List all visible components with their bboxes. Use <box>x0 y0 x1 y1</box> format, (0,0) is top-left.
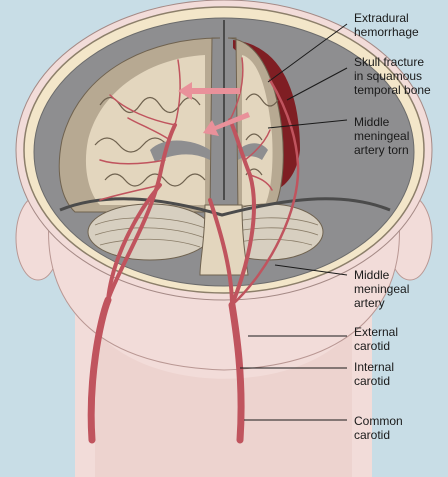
label-middle-meningeal-artery-torn: Middle meningeal artery torn <box>354 115 410 157</box>
arrow-horizontal-icon <box>178 82 240 100</box>
label-internal-carotid: Internal carotid <box>354 360 395 388</box>
cerebral-branches-left <box>99 59 181 201</box>
brain-left-white-matter <box>85 55 205 205</box>
common-carotid-left <box>87 296 112 444</box>
tentorium <box>59 197 391 217</box>
label-common-carotid: Common carotid <box>354 414 403 442</box>
arrow-diagonal-icon <box>203 112 250 136</box>
common-carotid-right <box>228 301 245 444</box>
leader-lines <box>240 23 348 421</box>
compression-arrows <box>178 82 250 136</box>
gyri <box>94 93 279 187</box>
label-external-carotid: External carotid <box>354 325 399 353</box>
neck-shadow <box>95 330 352 477</box>
arteries <box>87 57 300 444</box>
lateral-ventricles <box>150 140 268 162</box>
cerebral-branches-right <box>229 57 273 191</box>
label-middle-meningeal-artery: Middle meningeal artery <box>354 268 410 310</box>
internal-carotid-right <box>228 118 256 307</box>
label-extradural-hemorrhage: Extradural hemorrhage <box>354 11 419 39</box>
label-skull-fracture: Skull fracture in squamous temporal bone <box>354 55 431 97</box>
brain-right-white-matter <box>242 55 273 205</box>
external-carotid-right <box>208 198 234 307</box>
middle-meningeal-artery <box>230 78 300 307</box>
external-carotid-left <box>106 183 162 302</box>
